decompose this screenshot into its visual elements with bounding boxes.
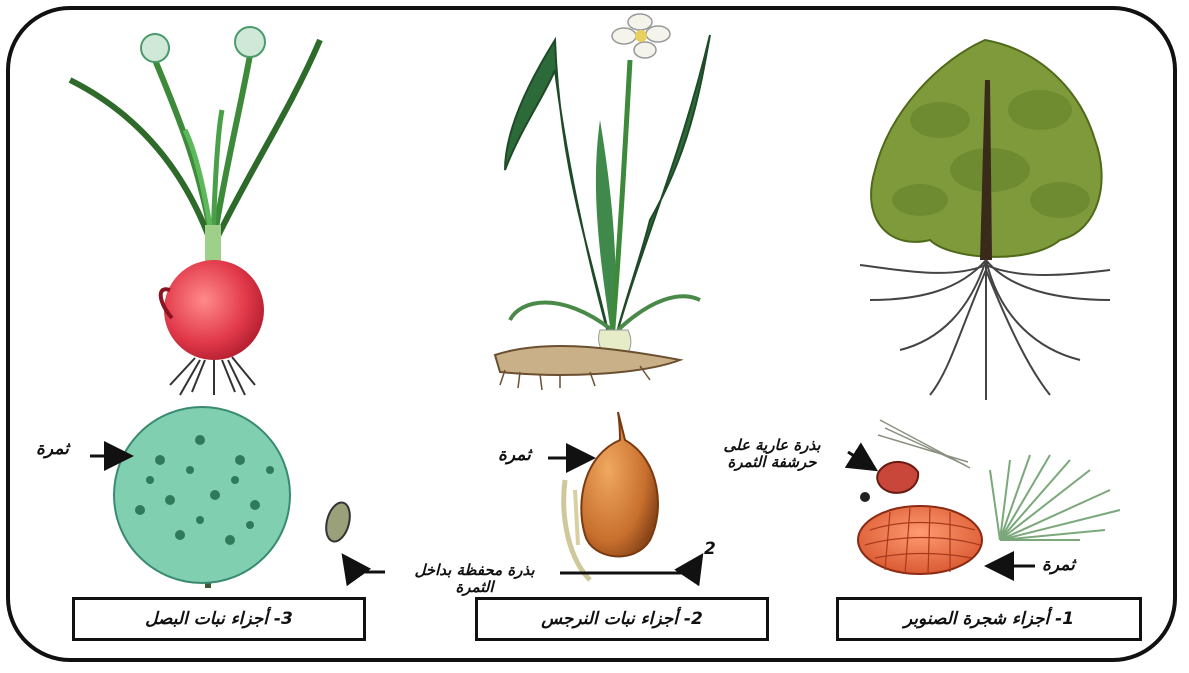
narcissus-fruit-capsule xyxy=(564,412,658,580)
pine-seed xyxy=(860,462,918,502)
pine-seed-label-line2: حرشفة الثمرة xyxy=(697,454,847,471)
onion-seed-arrow xyxy=(345,558,385,572)
pine-seed-label: بذرة عارية على حرشفة الثمرة xyxy=(697,437,847,472)
onion-seed xyxy=(322,500,354,544)
pine-cone xyxy=(858,506,982,574)
pine-fruit-label: ثمرة xyxy=(1042,556,1075,576)
narcissus-seed-label-line2: الثمرة xyxy=(392,579,557,596)
narcissus-seed-label-line1: بذرة محفظة بداخل xyxy=(392,562,557,579)
pine-seed-arrow xyxy=(848,452,873,468)
caption-onion: 3- أجزاء نبات البصل xyxy=(72,597,366,641)
caption-narcissus: 2- أجزاء نبات النرجس xyxy=(475,597,769,641)
caption-pine: 1- أجزاء شجرة الصنوبر xyxy=(836,597,1142,641)
onion-flower-cluster xyxy=(114,407,290,588)
pine-seed-label-line1: بذرة عارية على xyxy=(697,437,847,454)
narcissus-plant-illustration xyxy=(495,14,710,390)
pine-tree-illustration xyxy=(860,40,1110,400)
narcissus-fruit-label: ثمرة xyxy=(498,446,531,466)
narcissus-seed-label: بذرة محفظة بداخل الثمرة xyxy=(392,562,557,597)
narcissus-number-label: 2 xyxy=(704,540,716,560)
onion-fruit-label: ثمرة xyxy=(36,440,69,460)
onion-plant-illustration xyxy=(70,27,320,395)
